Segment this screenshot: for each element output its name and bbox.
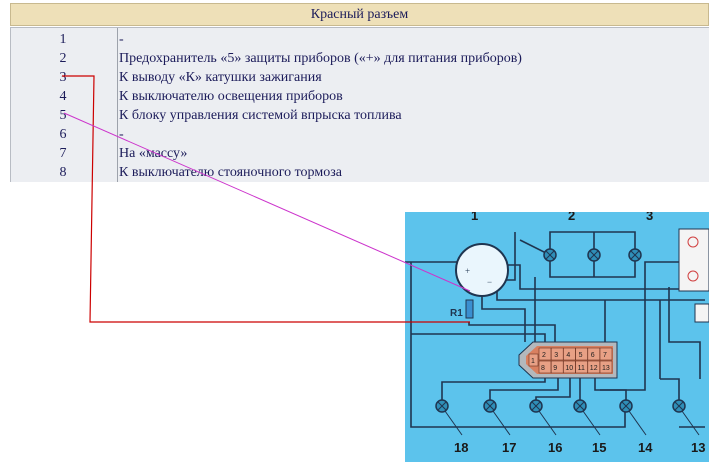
lamp-icon: [587, 248, 601, 262]
pin-number: 4: [59, 89, 67, 104]
table-row: 5 К блоку управления системой впрыска топ…: [11, 106, 709, 125]
indicator-icon: [687, 236, 699, 248]
pin-description: Предохранитель «5» защиты приборов («+» …: [119, 51, 522, 66]
table-row: 1-: [11, 30, 709, 49]
connector-pin-label: 2: [542, 352, 546, 359]
gauge-circle: [455, 243, 509, 297]
connector-pin-label: 3: [554, 352, 558, 359]
table-row: 6-: [11, 125, 709, 144]
connector-pin-label: 13: [602, 365, 610, 372]
label-2: 2: [568, 212, 575, 223]
small-relay-box: [694, 303, 709, 323]
lamp-number-label: 17: [502, 440, 516, 455]
pin-description: К блоку управления системой впрыска топл…: [119, 108, 402, 123]
lamp-icon: [573, 399, 587, 413]
connector-pin: [599, 347, 613, 361]
label-3: 3: [646, 212, 653, 223]
lamp-number-label: 14: [638, 440, 653, 455]
table-row: 7 На «массу»: [11, 144, 709, 163]
pin-number: 5: [59, 108, 67, 123]
svg-text:−: −: [487, 277, 492, 287]
pin-number: 3: [59, 70, 67, 85]
connector-pin-label: 6: [591, 352, 595, 359]
connector-pin: [599, 360, 613, 374]
lamp-icon: [628, 248, 642, 262]
lamp-number-label: 15: [592, 440, 606, 455]
resistor-r1: [465, 299, 474, 319]
connector-pin-label: 5: [579, 352, 583, 359]
lamp-icon: [529, 399, 543, 413]
pin-description: К выводу «К» катушки зажигания: [119, 70, 322, 85]
pin-number: 8: [59, 165, 67, 180]
pin-description: К выключателю освещения приборов: [119, 89, 343, 104]
lamp-icon: [543, 248, 557, 262]
wires: [405, 231, 705, 428]
pin-description: -: [119, 32, 124, 47]
lamp-number-label: 13: [691, 440, 705, 455]
indicator-panel: [678, 228, 709, 292]
connector-pin-label: 4: [566, 352, 570, 359]
connector-pin-label: 7: [603, 352, 607, 359]
connector-pin: [528, 353, 539, 367]
lamp-icon: [672, 399, 686, 413]
table-row: 3 К выводу «К» катушки зажигания: [11, 68, 709, 87]
pin-number: 6: [59, 127, 67, 142]
indicator-icon: [687, 270, 699, 282]
pin-description: -: [119, 127, 124, 142]
lamp-icon: [435, 399, 449, 413]
svg-text:R1: R1: [450, 308, 463, 319]
connector-pin-label: 9: [553, 365, 557, 372]
pin-number: 2: [59, 51, 67, 66]
pin-description: На «массу»: [119, 146, 188, 161]
connector-pin-label: 12: [590, 365, 598, 372]
lamp-icon: [619, 399, 633, 413]
pin-number: 1: [59, 32, 67, 47]
pin-description: К выключателю стояночного тормоза: [119, 165, 342, 180]
lamp-icon: [483, 399, 497, 413]
lamp-number-label: 16: [548, 440, 562, 455]
connector-pin-label: 8: [541, 365, 545, 372]
table-header: Красный разъем: [10, 3, 709, 26]
pin-number: 7: [59, 146, 67, 161]
svg-text:+: +: [465, 266, 470, 276]
connector-pin-label: 1: [531, 358, 535, 365]
connector-pin-label: 10: [565, 365, 573, 372]
connector-pin-label: 11: [578, 365, 585, 372]
lamp-number-label: 18: [454, 440, 468, 455]
label-1: 1: [471, 212, 478, 223]
table-row: 4 К выключателю освещения приборов: [11, 87, 709, 106]
table-row: 8 К выключателю стояночного тормоза: [11, 163, 709, 182]
table-row: 2 Предохранитель «5» защиты приборов («+»…: [11, 49, 709, 68]
